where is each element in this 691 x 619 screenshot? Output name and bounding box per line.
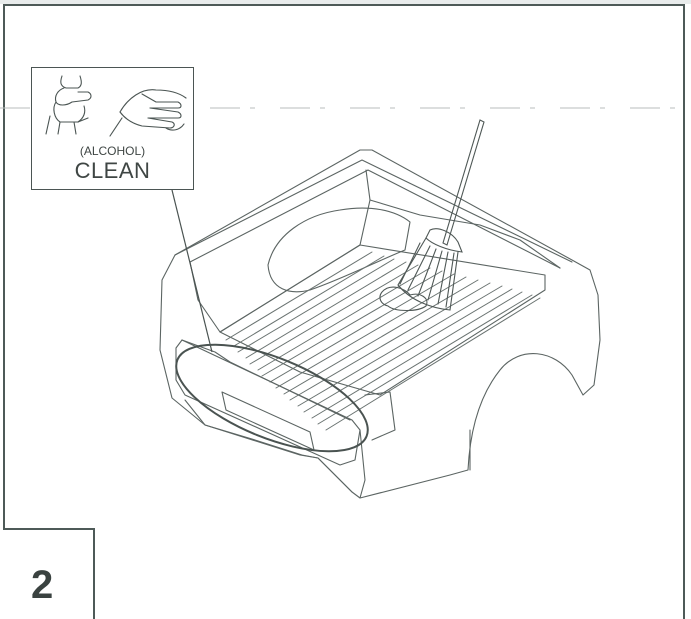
instruction-panel: [3, 4, 685, 619]
leader-line: [171, 189, 213, 353]
broom-icon: [379, 119, 485, 312]
tailgate: [175, 339, 361, 466]
hands-wiping-icon: [45, 75, 187, 137]
callout-title: CLEAN: [74, 158, 151, 183]
step-number-box: 2: [3, 528, 95, 619]
step-number: 2: [31, 563, 54, 607]
clean-area-highlight: [175, 343, 369, 453]
callout-subtitle: (ALCOHOL): [79, 144, 146, 158]
truck-bed-outline: [159, 149, 601, 499]
clean-callout-box: (ALCOHOL) CLEAN: [31, 67, 194, 190]
floor-ribs: [225, 251, 541, 431]
wheel-well: [267, 207, 411, 293]
top-edge: [0, 0, 691, 4]
